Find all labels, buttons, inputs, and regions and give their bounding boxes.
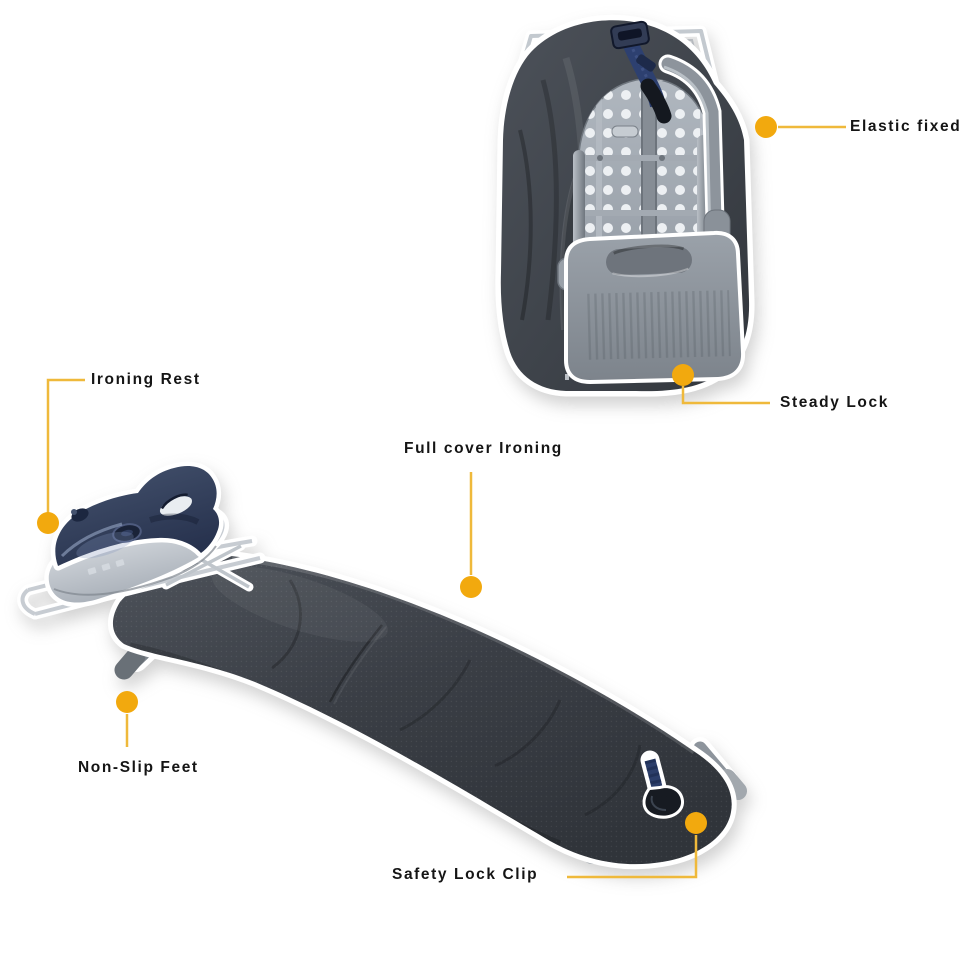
callout-label-full-cover-ironing: Full cover Ironing xyxy=(404,440,563,457)
handle-slot xyxy=(606,246,692,276)
iron-buttons xyxy=(87,559,125,575)
folded-ironing-board-illustration xyxy=(495,14,755,397)
elastic-strap xyxy=(610,20,672,124)
fold-seam xyxy=(328,624,383,703)
carry-handle-panel xyxy=(564,230,746,384)
callout-label-ironing-rest: Ironing Rest xyxy=(91,371,201,388)
tabletop-ironing-board-illustration xyxy=(17,461,747,870)
callout-label-safety-lock-clip: Safety Lock Clip xyxy=(392,866,539,883)
steam-iron xyxy=(44,461,230,607)
callout-label-steady-lock: Steady Lock xyxy=(780,394,889,411)
non-slip-foot-cap xyxy=(114,646,146,680)
iron-body xyxy=(50,461,224,571)
callout-label-elastic-fixed: Elastic fixed xyxy=(850,118,960,135)
safety-lock-clip-part xyxy=(640,750,684,819)
callout-label-non-slip-feet: Non-Slip Feet xyxy=(78,759,199,776)
board-cover xyxy=(108,551,737,870)
